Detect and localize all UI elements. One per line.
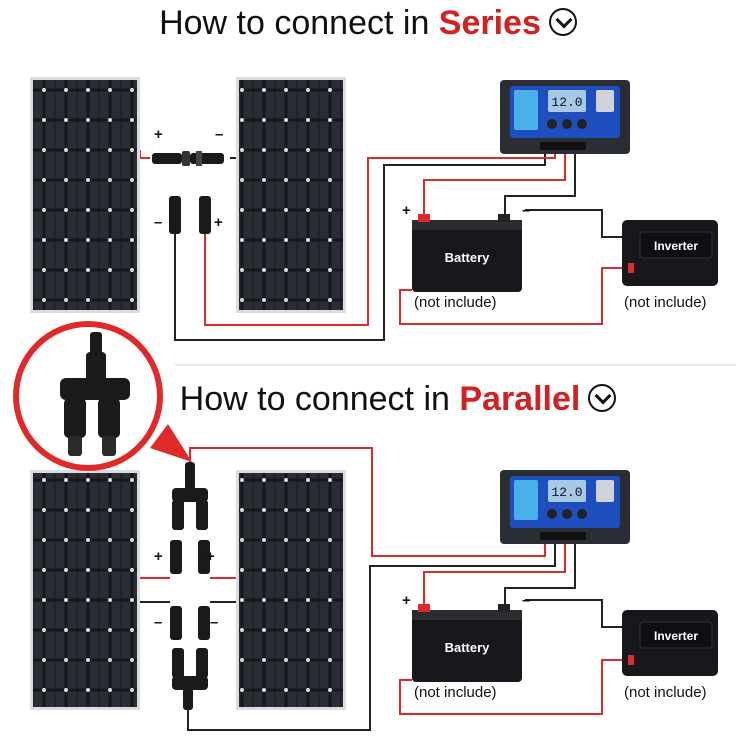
series-solar-panel-right-cells <box>239 80 343 310</box>
parallel-wire-battery-negative <box>504 538 576 606</box>
series-battery-minus-label: – <box>522 202 531 219</box>
parallel-wire-positive <box>189 447 546 557</box>
parallel-battery-label: Battery <box>445 640 491 655</box>
parallel-wire-inverter-positive <box>399 659 622 715</box>
chevron-down-circle-icon <box>548 8 577 37</box>
series-wire-inverter-negative <box>525 209 622 238</box>
parallel-solar-panel-left-cells <box>33 473 137 707</box>
series-wire-panel-negative <box>174 148 546 341</box>
parallel-wire-battery-positive <box>423 538 566 606</box>
series-charge-controller: 12.0 <box>500 80 630 154</box>
parallel-wires <box>140 447 622 731</box>
parallel-inverter-label: Inverter <box>654 629 698 643</box>
branch-connector-zoom-icon <box>13 321 192 471</box>
parallel-controller-display: 12.0 <box>551 485 582 500</box>
parallel-battery-note: (not include) <box>414 684 497 701</box>
series-battery-note: (not include) <box>414 294 497 311</box>
series-battery: Battery <box>412 214 522 292</box>
series-battery-plus-label: + <box>402 202 411 219</box>
parallel-title: How to connect in Parallel <box>60 380 736 419</box>
series-mc4-connector-lower <box>169 196 211 234</box>
series-controller-lcd <box>548 90 586 112</box>
series-wires <box>139 148 622 341</box>
parallel-branch-connector-top <box>170 462 210 574</box>
parallel-battery-plus-label: + <box>402 592 411 609</box>
series-section: 12.0 Battery Inverter <box>30 77 718 341</box>
series-wire-top-plus <box>139 150 150 159</box>
parallel-battery-minus-label: – <box>522 592 531 609</box>
series-title: How to connect in Series <box>0 4 736 43</box>
parallel-branch-connector-bottom <box>170 606 210 710</box>
parallel-wire-inverter-negative <box>525 599 622 628</box>
series-wire-battery-positive <box>423 148 566 215</box>
series-inverter: Inverter <box>622 220 718 286</box>
series-wire-panel-positive <box>204 148 556 326</box>
series-lower-minus-label: – <box>154 214 163 231</box>
series-inverter-label: Inverter <box>654 239 698 253</box>
parallel-controller-lcd <box>548 480 586 502</box>
parallel-minus-left-label: – <box>154 614 163 631</box>
parallel-minus-right-label: – <box>210 614 219 631</box>
series-inverter-note: (not include) <box>624 294 707 311</box>
parallel-title-prefix: How to connect in <box>179 380 460 418</box>
series-wire-inverter-positive <box>399 267 622 325</box>
parallel-charge-controller: 12.0 <box>500 470 630 544</box>
parallel-title-highlight: Parallel <box>459 380 581 418</box>
parallel-wire-negative <box>187 538 556 731</box>
parallel-solar-panel-right-cells <box>239 473 343 707</box>
series-panel-minus-label: – <box>215 126 224 143</box>
parallel-inverter-note: (not include) <box>624 684 707 701</box>
chevron-down-circle-icon <box>588 384 617 413</box>
series-panel-plus-label: + <box>154 126 163 143</box>
parallel-section: 12.0 Battery Inverter <box>30 447 718 731</box>
series-title-prefix: How to connect in <box>159 4 439 42</box>
series-mc4-connector-top <box>152 151 224 166</box>
series-solar-panel-left-cells <box>33 80 137 310</box>
series-lower-plus-label: + <box>214 214 223 231</box>
parallel-battery: Battery <box>412 604 522 682</box>
series-battery-label: Battery <box>445 250 491 265</box>
parallel-plus-right-label: + <box>206 548 215 565</box>
series-title-highlight: Series <box>438 4 541 42</box>
series-controller-display: 12.0 <box>551 95 582 110</box>
parallel-inverter: Inverter <box>622 610 718 676</box>
parallel-plus-left-label: + <box>154 548 163 565</box>
series-wire-battery-negative <box>504 148 576 215</box>
